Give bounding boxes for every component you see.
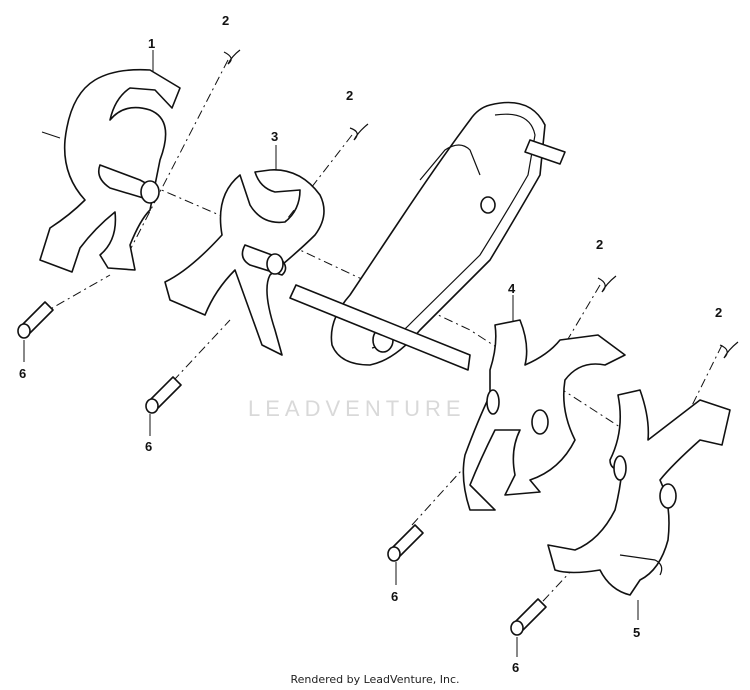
pin-leader-4 (529, 539, 601, 616)
callout-6b: 6 (145, 439, 153, 454)
hairpin-clip-b (349, 123, 369, 141)
tine-part-5 (547, 389, 731, 596)
callout-2a: 2 (222, 13, 230, 28)
clevis-pin-b (145, 376, 182, 414)
callout-6c: 6 (391, 589, 399, 604)
clip-leader-1 (129, 59, 229, 251)
hairpin-clip-c (597, 275, 617, 293)
hairpin-clip-d (719, 341, 739, 359)
clevis-pin-a (17, 301, 54, 339)
callout-4: 4 (508, 281, 516, 296)
clevis-pin-c (387, 524, 424, 562)
callout-6a: 6 (19, 366, 27, 381)
callout-2b: 2 (346, 88, 354, 103)
gearbox-housing (289, 101, 566, 371)
callout-2c: 2 (596, 237, 604, 252)
callout-1: 1 (148, 36, 156, 51)
callout-6d: 6 (512, 660, 520, 675)
hairpin-clip-a (223, 49, 241, 65)
callout-2d: 2 (715, 305, 723, 320)
tine-part-4 (462, 319, 626, 511)
clevis-pin-d (510, 598, 547, 636)
callout-5: 5 (633, 625, 641, 640)
pin-leader-2 (159, 319, 231, 396)
tine-part-1 (39, 68, 181, 273)
callout-3: 3 (271, 129, 279, 144)
tine-part-3 (164, 169, 325, 356)
footer-credit: Rendered by LeadVenture, Inc. (290, 673, 460, 686)
watermark-text: LEADVENTURE (248, 396, 466, 421)
